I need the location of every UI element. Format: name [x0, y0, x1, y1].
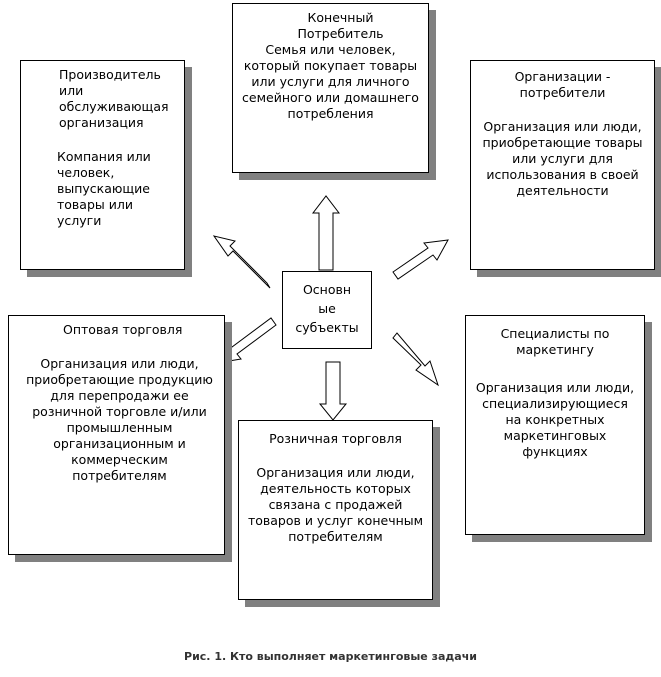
producer-description: Компания или человек, выпускающие товары… [57, 149, 151, 228]
retail-box: Розничная торговля Организация или люди,… [238, 420, 433, 600]
consumer-description: Семья или человек, который покупает това… [242, 42, 419, 121]
main-subjects-box: Основн ые субъекты маркетинга [282, 271, 372, 349]
consumer-title: Конечный Потребитель [297, 10, 384, 41]
main-subjects-label: Основн ые субъекты маркетинга [287, 282, 367, 349]
retail-title: Розничная торговля [269, 431, 402, 446]
arrow-to-consumer [311, 195, 341, 271]
specialists-description: Организация или люди, специализирующиеся… [475, 380, 635, 459]
producer-box: Производитель или обслуживающая организа… [20, 60, 185, 270]
specialists-box: Специалисты по маркетингу Организация ил… [465, 315, 645, 535]
org-consumers-description: Организация или люди, приобретающие това… [482, 119, 643, 198]
retail-description: Организация или люди, деятельность котор… [247, 465, 424, 544]
wholesale-box: Оптовая торговля Организация или люди, п… [8, 315, 225, 555]
arrow-to-org-consumers [392, 239, 449, 280]
wholesale-description: Организация или люди, приобретающие прод… [26, 356, 213, 483]
consumer-box: Конечный Потребитель Семья или человек, … [232, 3, 429, 173]
figure-caption: Рис. 1. Кто выполняет маркетинговые зада… [184, 650, 477, 663]
org-consumers-title: Организации - потребители [514, 69, 611, 100]
org-consumers-box: Организации - потребители Организация ил… [470, 60, 655, 270]
arrow-to-wholesale [216, 317, 277, 364]
specialists-title: Специалисты по маркетингу [500, 326, 610, 357]
arrow-to-retail [318, 361, 348, 421]
wholesale-title: Оптовая торговля [63, 322, 183, 337]
arrow-to-specialists [392, 332, 439, 387]
arrow-to-producer [212, 235, 271, 289]
producer-title: Производитель или обслуживающая организа… [59, 67, 169, 130]
